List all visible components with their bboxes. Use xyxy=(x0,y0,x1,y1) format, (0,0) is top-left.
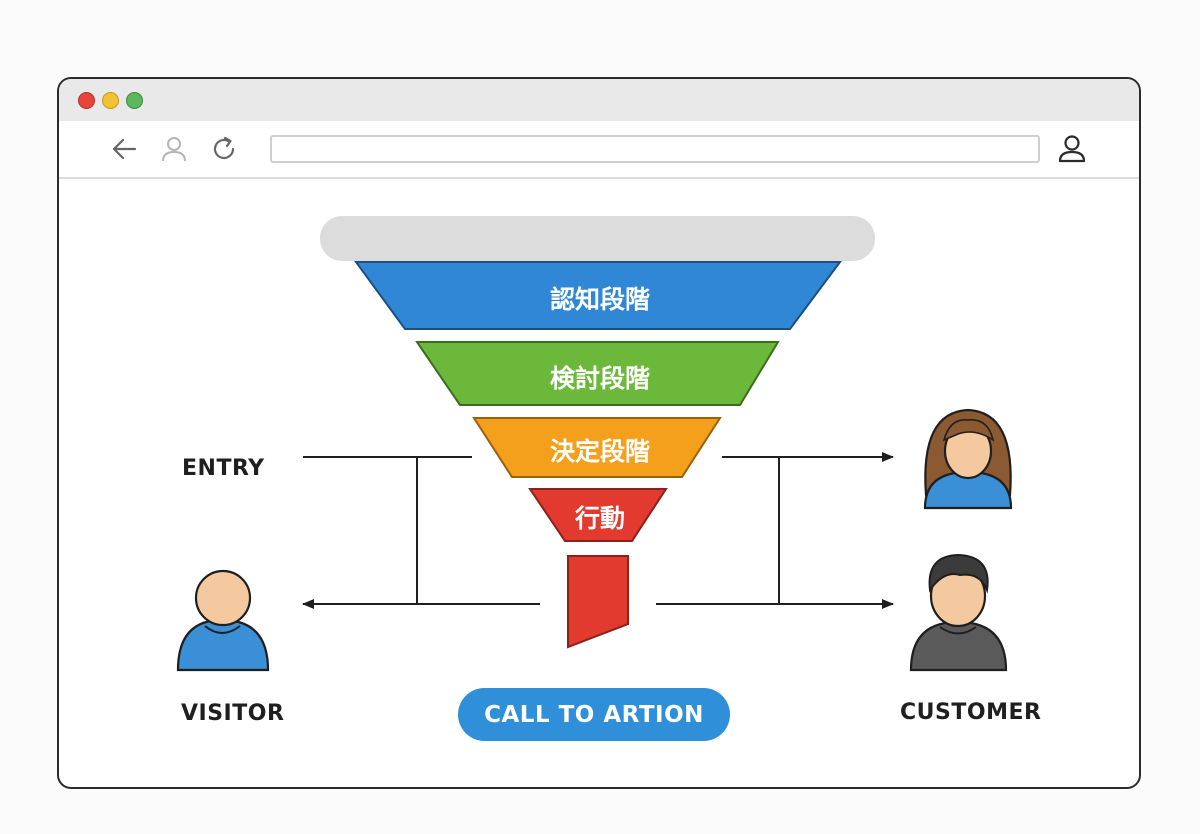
address-bar[interactable] xyxy=(270,135,1040,163)
minimize-button[interactable] xyxy=(102,92,119,109)
customer-connector xyxy=(656,452,894,609)
maximize-button[interactable] xyxy=(126,92,143,109)
refresh-icon[interactable] xyxy=(209,134,239,164)
funnel-header-bar xyxy=(320,216,875,261)
stage-label-awareness: 認知段階 xyxy=(549,285,650,314)
stage-label-consideration: 検討段階 xyxy=(549,364,650,393)
arrow-left-icon[interactable] xyxy=(109,134,139,164)
woman-person-icon xyxy=(923,408,1013,510)
stage-label-action: 行動 xyxy=(574,504,625,533)
entry-label: ENTRY xyxy=(182,456,265,481)
visitor-person-icon xyxy=(176,569,270,672)
title-bar xyxy=(59,79,1139,121)
customer-label: CUSTOMER xyxy=(900,700,1042,725)
browser-toolbar xyxy=(59,121,1139,179)
funnel-stage-awareness xyxy=(354,261,842,330)
call-to-action-button[interactable]: CALL TO ARTION xyxy=(458,688,730,741)
funnel-stage-decision xyxy=(472,417,722,478)
account-icon[interactable] xyxy=(1057,134,1087,164)
customer-person-icon xyxy=(909,553,1008,672)
close-button[interactable] xyxy=(78,92,95,109)
entry-visitor-connector xyxy=(302,456,540,609)
user-icon[interactable] xyxy=(159,134,189,164)
funnel-spout xyxy=(567,555,629,649)
visitor-label: VISITOR xyxy=(181,701,285,726)
funnel-stage-consideration xyxy=(415,341,780,406)
stage-label-decision: 決定段階 xyxy=(549,437,650,466)
funnel-stage-action xyxy=(528,488,668,542)
